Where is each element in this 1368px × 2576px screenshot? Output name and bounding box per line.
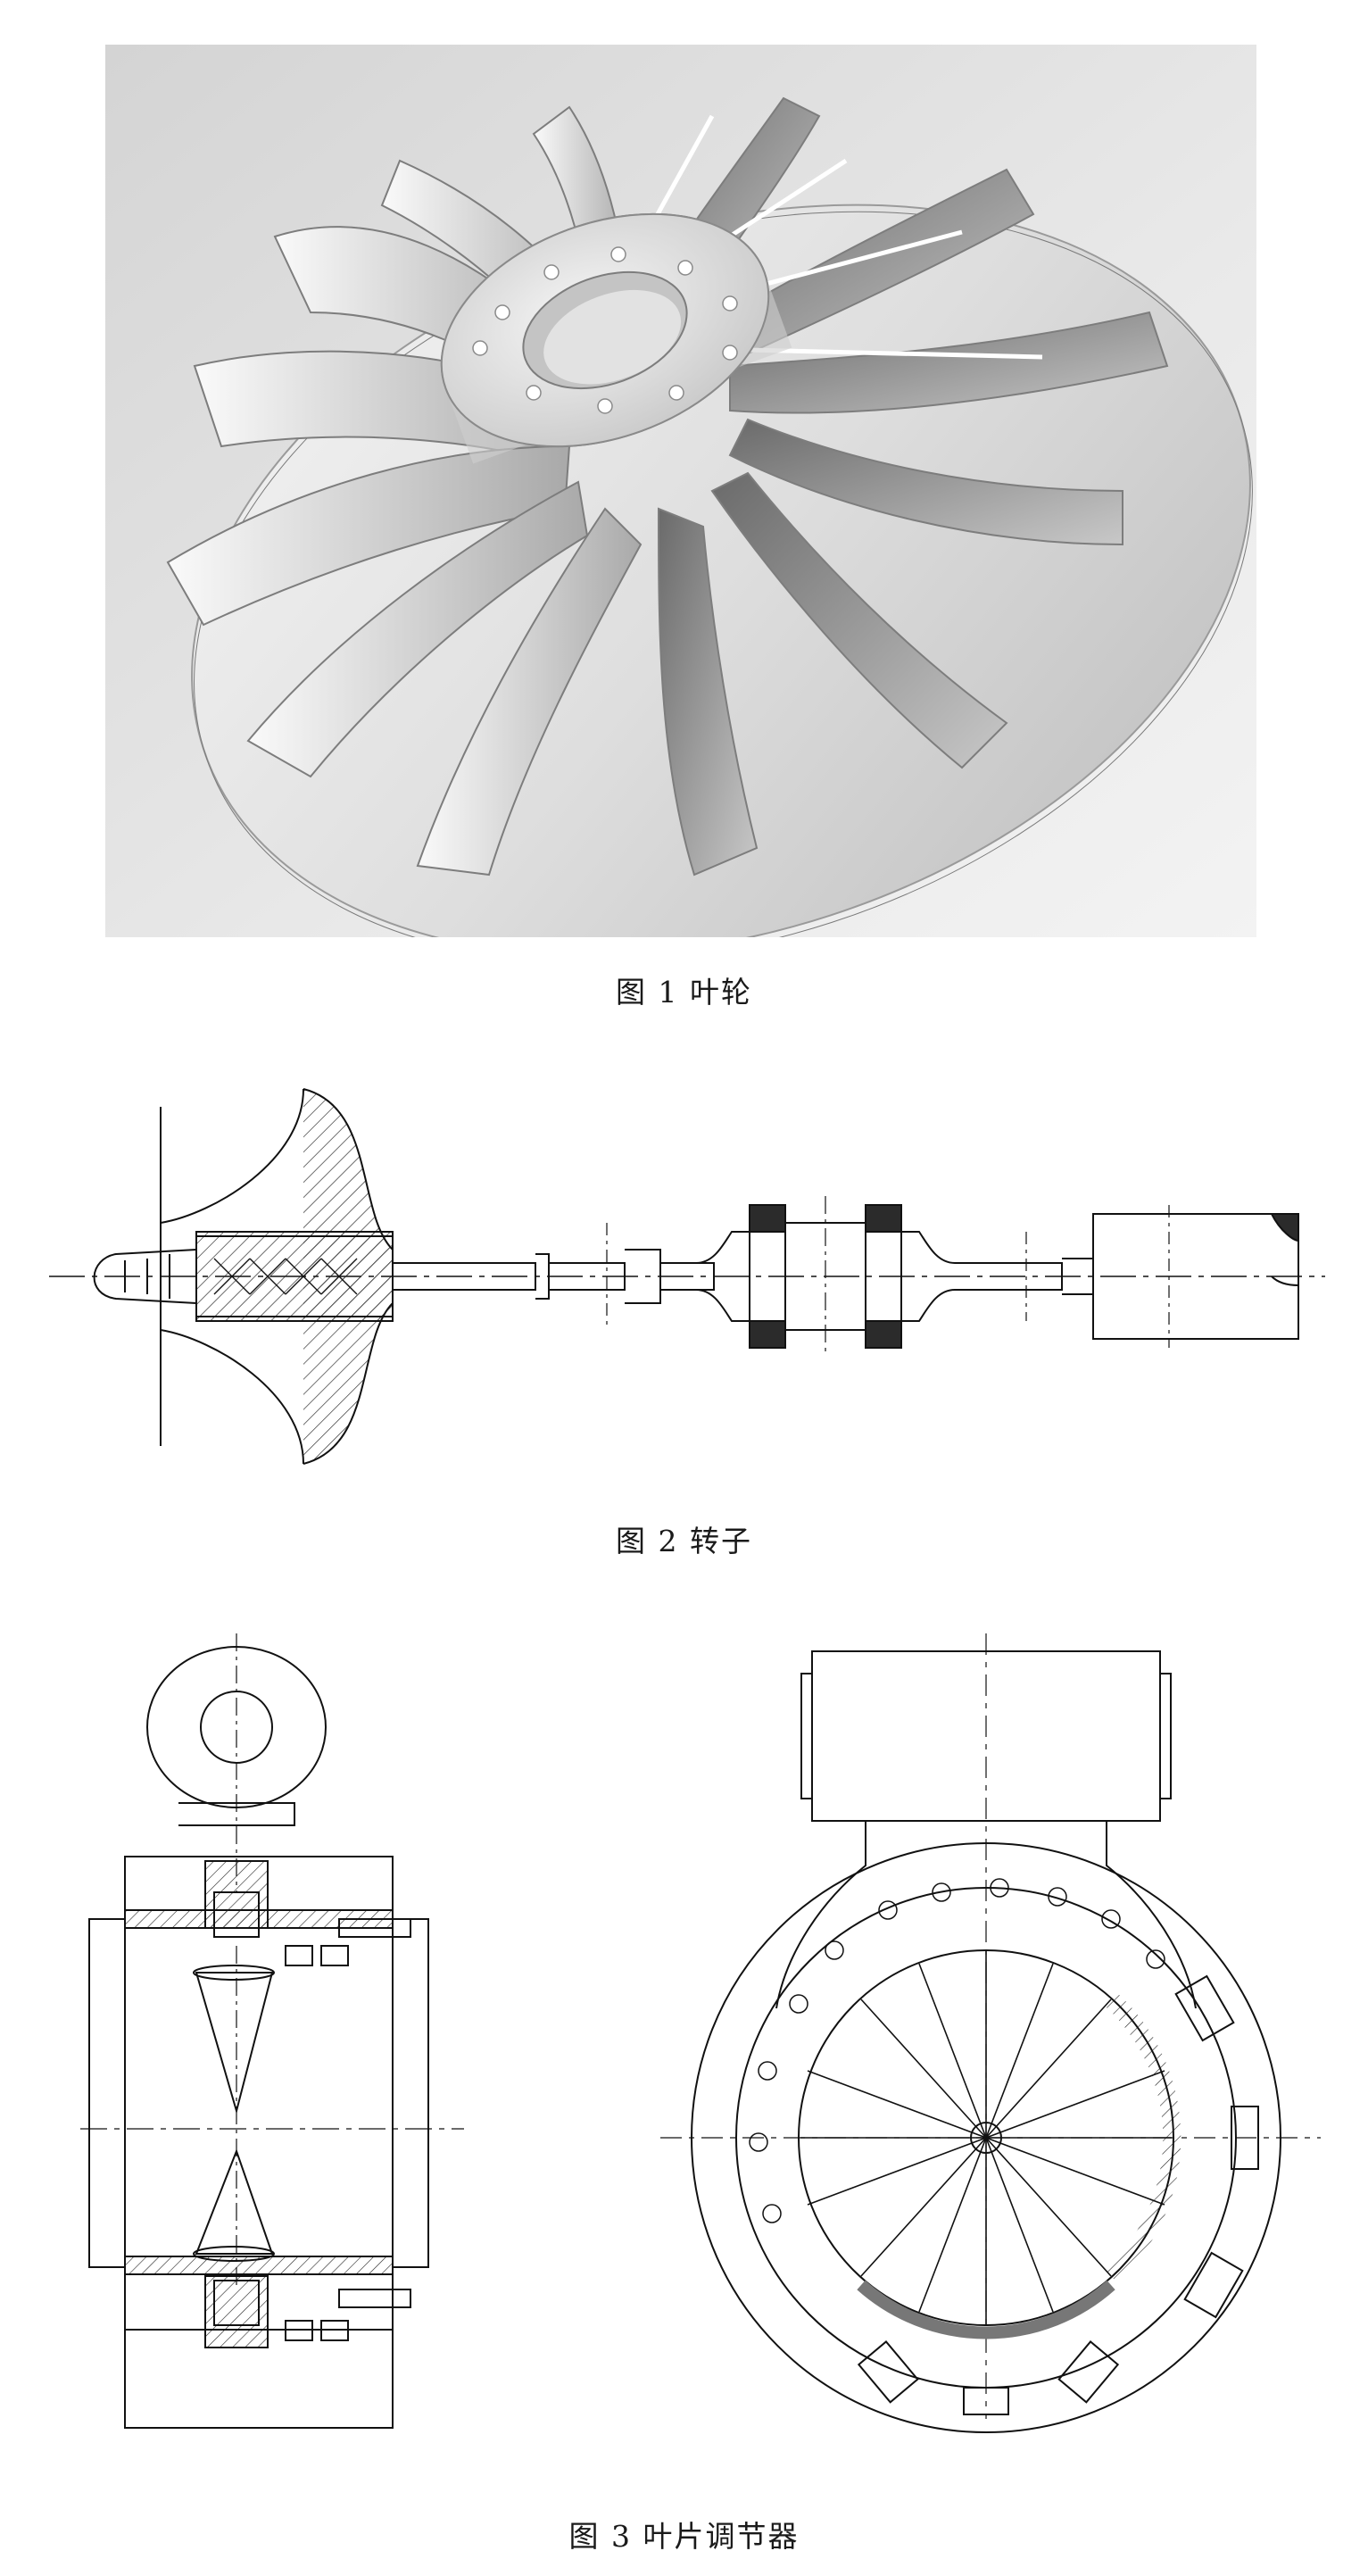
regulator-side-section	[80, 1633, 464, 2429]
figure-1-caption: 图 1 叶轮	[616, 975, 752, 1010]
regulator-front-view	[660, 1633, 1321, 2433]
figure-3-front-view	[660, 1633, 1321, 2481]
rotor-drawing	[49, 1088, 1325, 1465]
figure-2-caption: 图 2 转子	[616, 1524, 752, 1558]
impeller-render	[105, 45, 1256, 937]
figure-2-rotor	[36, 1071, 1339, 1500]
figure-3-caption: 图 3 叶片调节器	[568, 2519, 800, 2554]
figure-1-impeller	[105, 45, 1256, 937]
figure-3-side-view	[71, 1625, 473, 2472]
